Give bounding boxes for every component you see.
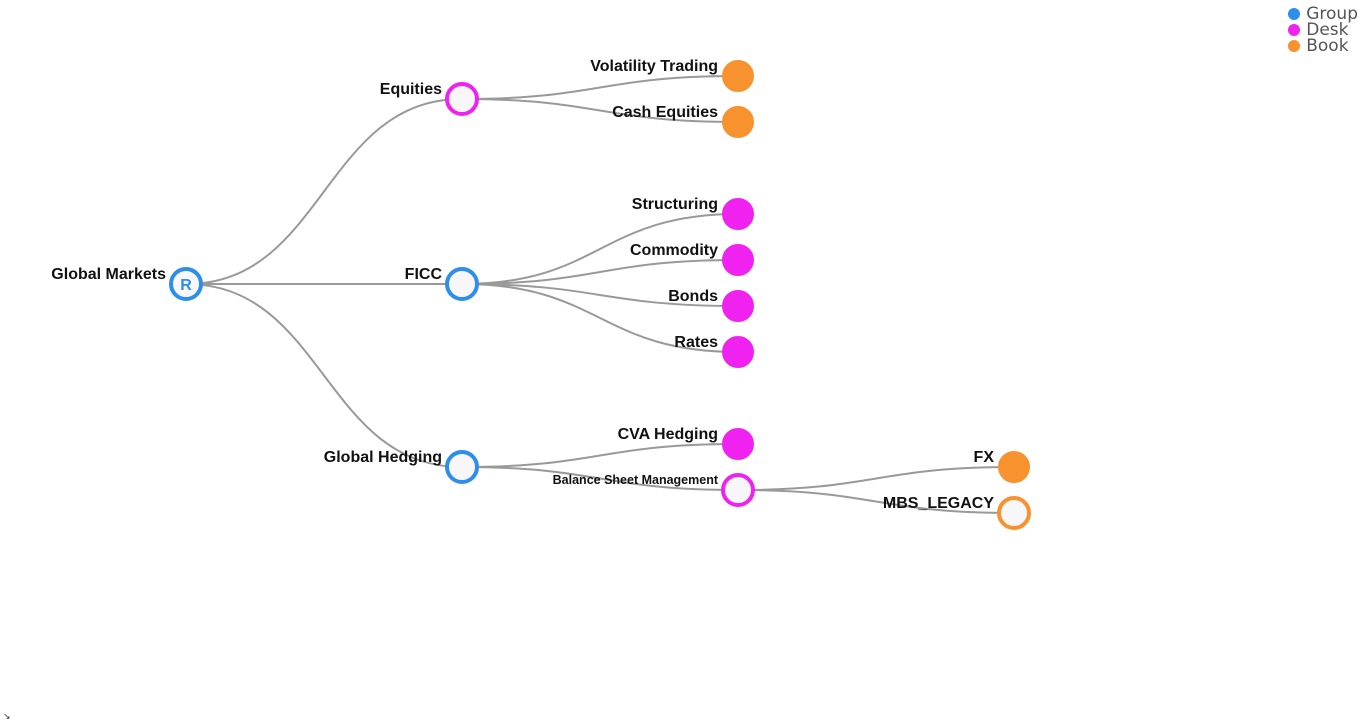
node-label-structuring: Structuring — [632, 196, 718, 213]
node-circle-ficc[interactable] — [445, 267, 479, 301]
node-structuring[interactable]: Structuring — [632, 196, 754, 230]
node-label-balance-sheet-management: Balance Sheet Management — [553, 473, 719, 487]
node-rates[interactable]: Rates — [674, 334, 754, 368]
node-label-equities: Equities — [380, 81, 442, 98]
link-global-markets-to-global-hedging — [185, 283, 463, 468]
link-ficc-to-structuring — [461, 213, 739, 285]
link-ficc-to-rates — [461, 283, 739, 353]
node-label-rates: Rates — [674, 334, 718, 351]
node-fx[interactable]: FX — [974, 449, 1030, 483]
node-label-mbs-legacy: MBS_LEGACY — [883, 495, 994, 512]
cursor-icon: ↘ — [3, 712, 11, 722]
node-bonds[interactable]: Bonds — [668, 288, 754, 322]
node-label-global-markets: Global Markets — [51, 266, 166, 283]
links — [185, 75, 1015, 514]
link-global-hedging-to-balance-sheet-management — [461, 466, 739, 491]
node-cash-equities[interactable]: Cash Equities — [612, 104, 754, 138]
node-circle-rates[interactable] — [722, 336, 754, 368]
node-label-global-hedging: Global Hedging — [324, 449, 442, 466]
node-circle-equities[interactable] — [445, 82, 479, 116]
node-volatility-trading[interactable]: Volatility Trading — [590, 58, 754, 92]
node-mbs-legacy[interactable]: MBS_LEGACY — [883, 495, 1031, 530]
node-circle-balance-sheet-management[interactable] — [721, 473, 755, 507]
root-marker: R — [180, 277, 192, 294]
node-circle-volatility-trading[interactable] — [722, 60, 754, 92]
node-label-commodity: Commodity — [630, 242, 718, 259]
legend-desk-swatch — [1288, 24, 1301, 36]
node-label-cva-hedging: CVA Hedging — [618, 426, 718, 443]
link-equities-to-cash-equities — [461, 98, 739, 123]
node-equities[interactable]: Equities — [380, 81, 479, 116]
node-circle-structuring[interactable] — [722, 198, 754, 230]
link-equities-to-volatility-trading — [461, 75, 739, 100]
legend: Group Desk Book — [1288, 4, 1358, 56]
node-global-hedging[interactable]: Global Hedging — [324, 449, 479, 484]
node-circle-cash-equities[interactable] — [722, 106, 754, 138]
node-circle-fx[interactable] — [998, 451, 1030, 483]
node-cva-hedging[interactable]: CVA Hedging — [618, 426, 754, 460]
node-commodity[interactable]: Commodity — [630, 242, 754, 276]
node-global-markets[interactable]: R Global Markets — [51, 266, 203, 301]
link-global-hedging-to-cva-hedging — [461, 443, 739, 468]
node-label-ficc: FICC — [405, 266, 443, 283]
node-label-cash-equities: Cash Equities — [612, 104, 718, 121]
node-label-fx: FX — [974, 449, 995, 466]
link-balance-sheet-management-to-mbs-legacy — [737, 489, 1015, 514]
link-balance-sheet-management-to-fx — [737, 466, 1015, 491]
node-circle-commodity[interactable] — [722, 244, 754, 276]
node-label-volatility-trading: Volatility Trading — [590, 58, 718, 75]
node-circle-cva-hedging[interactable] — [722, 428, 754, 460]
legend-group-swatch — [1288, 8, 1301, 20]
node-circle-global-hedging[interactable] — [445, 450, 479, 484]
node-ficc[interactable]: FICC — [405, 266, 479, 301]
node-balance-sheet-management[interactable]: Balance Sheet Management — [553, 473, 755, 507]
legend-item-group: Group — [1288, 4, 1358, 24]
link-global-markets-to-equities — [185, 98, 463, 285]
node-circle-global-markets[interactable] — [169, 267, 203, 301]
legend-desk-label: Desk — [1306, 20, 1349, 40]
legend-book-label: Book — [1306, 36, 1349, 56]
legend-book-swatch — [1288, 40, 1301, 52]
node-label-bonds: Bonds — [668, 288, 718, 305]
link-ficc-to-commodity — [461, 259, 739, 285]
legend-group-label: Group — [1306, 4, 1358, 24]
legend-item-desk: Desk — [1288, 20, 1358, 40]
node-circle-bonds[interactable] — [722, 290, 754, 322]
node-circle-mbs-legacy[interactable] — [997, 496, 1031, 530]
legend-item-book: Book — [1288, 36, 1358, 56]
link-ficc-to-bonds — [461, 283, 739, 307]
